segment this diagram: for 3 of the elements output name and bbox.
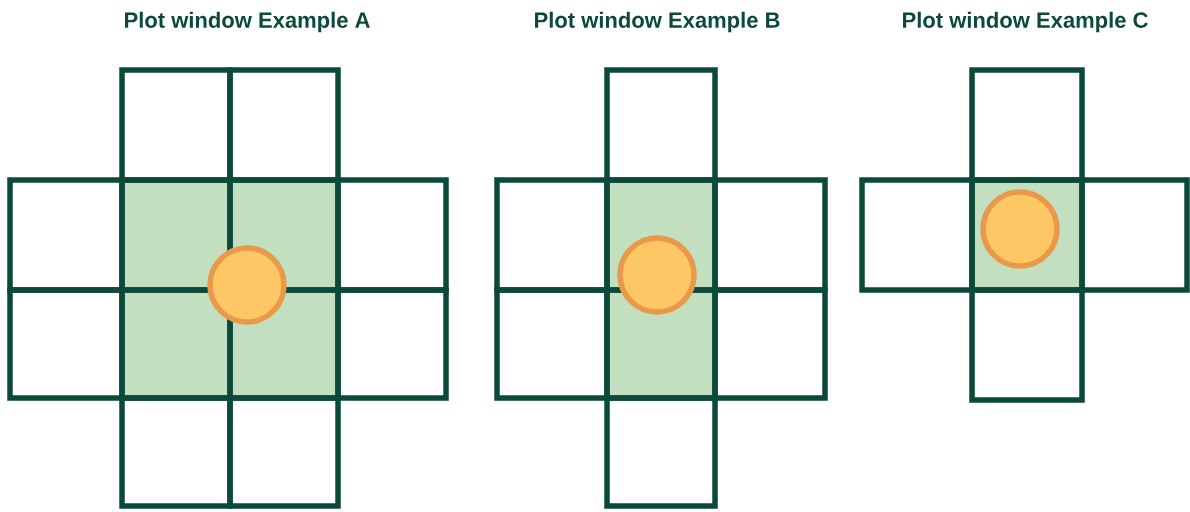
panel-title: Plot window Example C xyxy=(903,11,1148,33)
panel-title: Plot window Example A xyxy=(125,11,370,33)
panel-title: Plot window Example B xyxy=(535,11,780,33)
